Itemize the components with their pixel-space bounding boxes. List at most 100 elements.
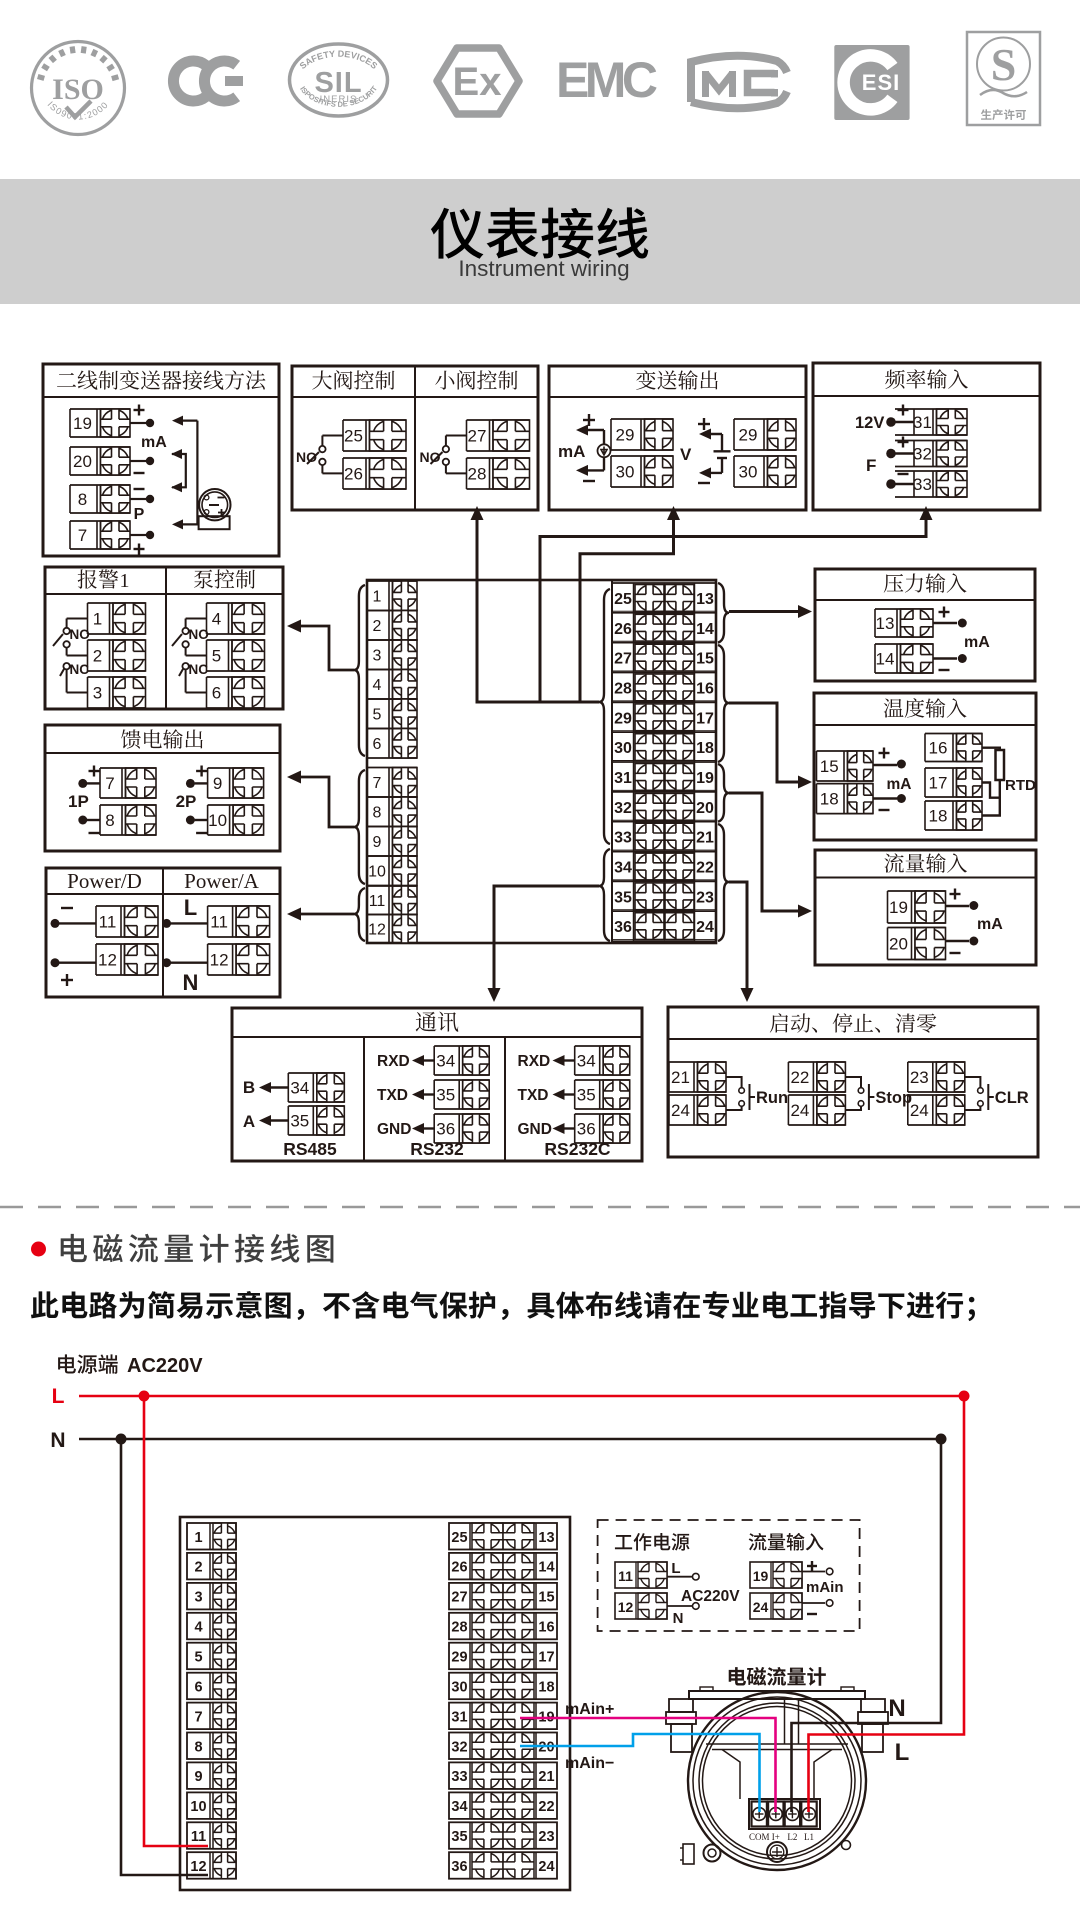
svg-text:25: 25 <box>614 591 632 608</box>
svg-text:L: L <box>184 895 197 920</box>
svg-text:14: 14 <box>538 1560 554 1576</box>
svg-text:30: 30 <box>739 463 758 482</box>
svg-text:22: 22 <box>696 860 714 877</box>
svg-text:6: 6 <box>373 736 382 753</box>
svg-text:35: 35 <box>290 1112 309 1131</box>
svg-text:23: 23 <box>910 1068 929 1087</box>
svg-text:17: 17 <box>538 1650 554 1666</box>
svg-text:Power/D: Power/D <box>67 869 142 893</box>
svg-text:14: 14 <box>696 621 714 638</box>
svg-text:30: 30 <box>451 1680 467 1696</box>
svg-text:ESI: ESI <box>862 70 900 95</box>
svg-text:13: 13 <box>696 591 714 608</box>
svg-text:mA: mA <box>964 634 990 651</box>
svg-text:NC: NC <box>189 662 209 677</box>
svg-text:18: 18 <box>820 790 839 809</box>
svg-text:18: 18 <box>538 1680 554 1696</box>
svg-text:20: 20 <box>889 935 908 954</box>
svg-text:mA: mA <box>887 776 912 793</box>
svg-text:33: 33 <box>614 830 632 847</box>
svg-text:EMC: EMC <box>556 52 658 108</box>
svg-text:34: 34 <box>577 1052 596 1071</box>
svg-text:11: 11 <box>618 1568 633 1584</box>
svg-text:35: 35 <box>451 1829 467 1845</box>
svg-text:INERIS: INERIS <box>320 94 358 105</box>
svg-text:AC220V: AC220V <box>681 1588 740 1605</box>
svg-text:24: 24 <box>910 1101 929 1120</box>
svg-text:10: 10 <box>208 811 227 830</box>
svg-text:NO: NO <box>70 627 90 642</box>
svg-text:27: 27 <box>468 427 487 446</box>
svg-text:31: 31 <box>913 413 932 432</box>
svg-text:35: 35 <box>436 1086 455 1105</box>
svg-text:GND: GND <box>518 1121 552 1138</box>
svg-text:29: 29 <box>616 426 635 445</box>
svg-text:13: 13 <box>876 614 895 633</box>
svg-text:33: 33 <box>913 475 932 494</box>
svg-text:P: P <box>134 506 145 523</box>
svg-text:28: 28 <box>468 465 487 484</box>
svg-text:18: 18 <box>696 740 714 757</box>
svg-text:NO: NO <box>189 627 209 642</box>
svg-text:RS232C: RS232C <box>544 1139 611 1159</box>
svg-text:16: 16 <box>929 739 948 758</box>
svg-text:29: 29 <box>739 426 758 445</box>
svg-text:19: 19 <box>73 414 92 433</box>
svg-text:18: 18 <box>929 807 948 826</box>
svg-text:Ex: Ex <box>453 60 502 104</box>
svg-text:32: 32 <box>614 800 632 817</box>
svg-text:24: 24 <box>753 1599 769 1615</box>
svg-text:14: 14 <box>876 650 895 669</box>
svg-text:27: 27 <box>451 1590 467 1606</box>
svg-text:15: 15 <box>538 1590 554 1606</box>
svg-text:35: 35 <box>614 889 632 906</box>
svg-text:1: 1 <box>120 570 130 592</box>
svg-text:30: 30 <box>614 740 632 757</box>
svg-text:N: N <box>888 1695 905 1722</box>
svg-text:3: 3 <box>194 1590 202 1606</box>
svg-text:2P: 2P <box>176 792 197 811</box>
svg-text:N: N <box>50 1429 65 1452</box>
svg-text:36: 36 <box>614 919 632 936</box>
svg-text:TXD: TXD <box>377 1087 408 1104</box>
svg-text:6: 6 <box>194 1679 202 1695</box>
svg-text:L1: L1 <box>804 1832 814 1842</box>
svg-text:22: 22 <box>538 1799 554 1815</box>
svg-text:2: 2 <box>93 647 102 666</box>
svg-text:10: 10 <box>368 864 386 881</box>
svg-text:19: 19 <box>696 770 714 787</box>
svg-text:5: 5 <box>373 707 382 724</box>
svg-text:mA: mA <box>977 916 1003 933</box>
svg-text:L: L <box>671 1560 680 1577</box>
svg-text:Instrument wiring: Instrument wiring <box>458 256 629 281</box>
svg-text:1: 1 <box>373 589 382 606</box>
svg-text:23: 23 <box>538 1829 554 1845</box>
svg-text:31: 31 <box>451 1709 467 1725</box>
svg-text:15: 15 <box>820 757 839 776</box>
svg-text:24: 24 <box>538 1859 554 1875</box>
svg-text:8: 8 <box>373 805 382 822</box>
svg-text:34: 34 <box>614 860 632 877</box>
svg-text:30: 30 <box>616 463 635 482</box>
svg-text:20: 20 <box>73 452 92 471</box>
svg-text:L: L <box>52 1385 65 1408</box>
svg-text:I+: I+ <box>772 1832 780 1842</box>
svg-text:11: 11 <box>210 913 228 932</box>
svg-text:mAin−: mAin− <box>565 1755 614 1772</box>
svg-text:16: 16 <box>696 680 714 697</box>
svg-text:RXD: RXD <box>518 1053 551 1070</box>
svg-text:15: 15 <box>696 651 714 668</box>
svg-text:11: 11 <box>99 913 117 932</box>
svg-text:2: 2 <box>373 618 382 635</box>
svg-text:23: 23 <box>696 889 714 906</box>
svg-text:20: 20 <box>696 800 714 817</box>
svg-text:RXD: RXD <box>377 1053 410 1070</box>
svg-text:RS232: RS232 <box>410 1139 464 1159</box>
svg-text:17: 17 <box>696 710 714 727</box>
svg-text:3: 3 <box>373 648 382 665</box>
svg-text:12: 12 <box>98 951 117 970</box>
svg-text:7: 7 <box>78 526 87 545</box>
svg-text:11: 11 <box>369 893 386 910</box>
svg-text:22: 22 <box>790 1068 809 1087</box>
svg-text:mAin+: mAin+ <box>565 1701 614 1718</box>
